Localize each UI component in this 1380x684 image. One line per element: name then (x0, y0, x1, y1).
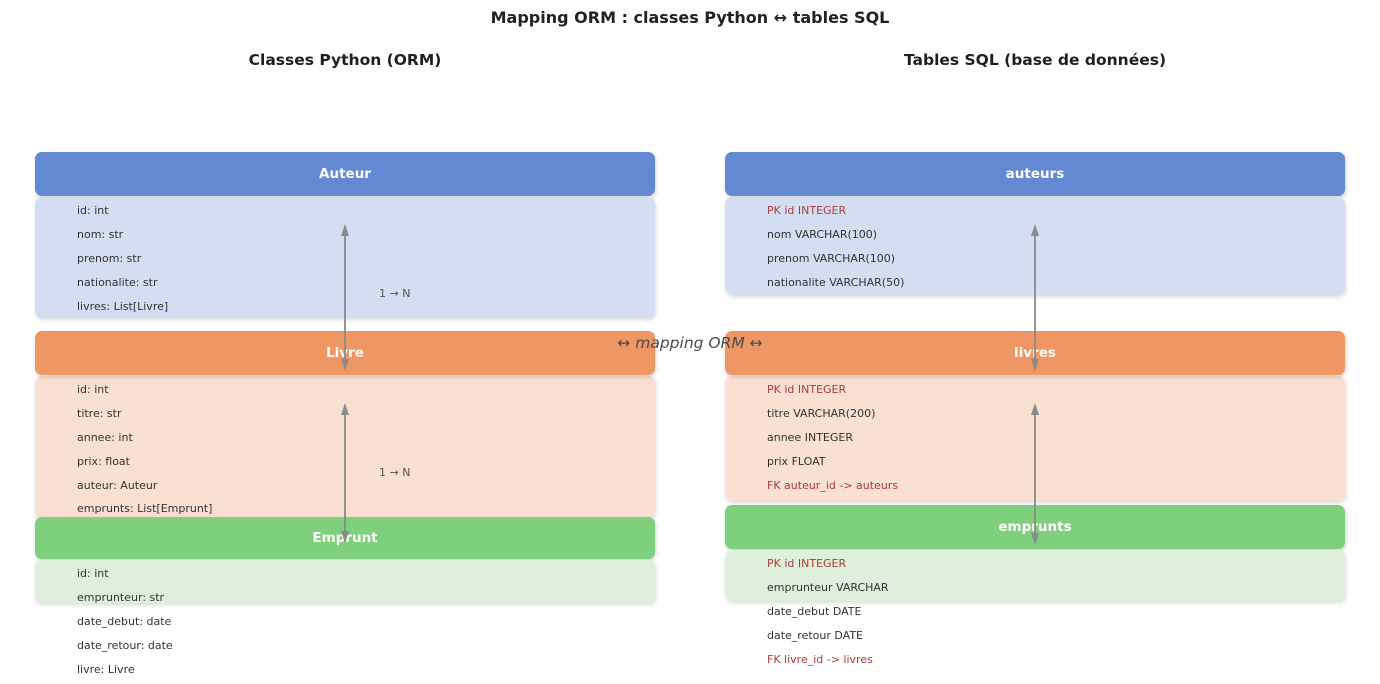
field-row: annee: int (77, 430, 133, 444)
field-row: date_debut DATE (767, 604, 862, 618)
field-row: date_retour: date (77, 638, 173, 652)
field-row: titre VARCHAR(200) (767, 406, 876, 420)
field-row: nationalite: str (77, 275, 158, 289)
field-row: id: int (77, 567, 109, 580)
field-row: date_debut: date (77, 614, 172, 628)
field-row: prenom: str (77, 251, 142, 265)
class-header-emprunt: Emprunt (35, 517, 655, 559)
table-body-emprunts: PK id INTEGER emprunteur VARCHAR date_de… (725, 550, 1345, 666)
relation-cardinality-label: 1 → N (379, 287, 411, 300)
field-row: id: int (77, 383, 109, 396)
mapping-orm-label: ↔ mapping ORM ↔ (617, 334, 763, 352)
field-row: prix: float (77, 454, 130, 468)
table-header-emprunts: emprunts (725, 505, 1345, 549)
field-row: id: int (77, 204, 109, 217)
left-column-heading: Classes Python (ORM) (248, 51, 442, 69)
field-row: annee INTEGER (767, 430, 853, 444)
right-column-heading: Tables SQL (base de données) (903, 51, 1167, 69)
field-row: prix FLOAT (767, 454, 826, 468)
fk-field-row: FK livre_id -> livres (767, 652, 873, 666)
diagram-title: Mapping ORM : classes Python ↔ tables SQ… (490, 8, 890, 27)
field-row: auteur: Auteur (77, 478, 158, 492)
field-row: nationalite VARCHAR(50) (767, 275, 905, 289)
class-header-auteur: Auteur (35, 152, 655, 196)
field-row: emprunteur: str (77, 590, 165, 604)
table-header-auteurs: auteurs (725, 152, 1345, 196)
field-row: nom VARCHAR(100) (767, 227, 878, 241)
pk-field-row: PK id INTEGER (767, 204, 847, 217)
pk-field-row: PK id INTEGER (767, 557, 847, 570)
field-row: titre: str (77, 406, 122, 420)
pk-field-row: PK id INTEGER (767, 383, 847, 396)
field-row: date_retour DATE (767, 628, 864, 642)
field-row: prenom VARCHAR(100) (767, 251, 896, 265)
relation-cardinality-label: 1 → N (379, 466, 411, 479)
class-body-livre: id: int titre: str annee: int prix: floa… (35, 376, 655, 518)
table-body-auteurs: PK id INTEGER nom VARCHAR(100) prenom VA… (725, 197, 1345, 295)
class-body-auteur: id: int nom: str prenom: str nationalite… (35, 197, 655, 318)
field-row: livres: List[Livre] (77, 299, 169, 313)
field-row: nom: str (77, 227, 124, 241)
class-body-emprunt: id: int emprunteur: str date_debut: date… (35, 560, 655, 676)
field-row: livre: Livre (77, 662, 135, 676)
field-row: emprunteur VARCHAR (767, 580, 889, 594)
fk-field-row: FK auteur_id -> auteurs (767, 478, 899, 492)
table-body-livres: PK id INTEGER titre VARCHAR(200) annee I… (725, 376, 1345, 501)
field-row: emprunts: List[Emprunt] (77, 502, 213, 516)
